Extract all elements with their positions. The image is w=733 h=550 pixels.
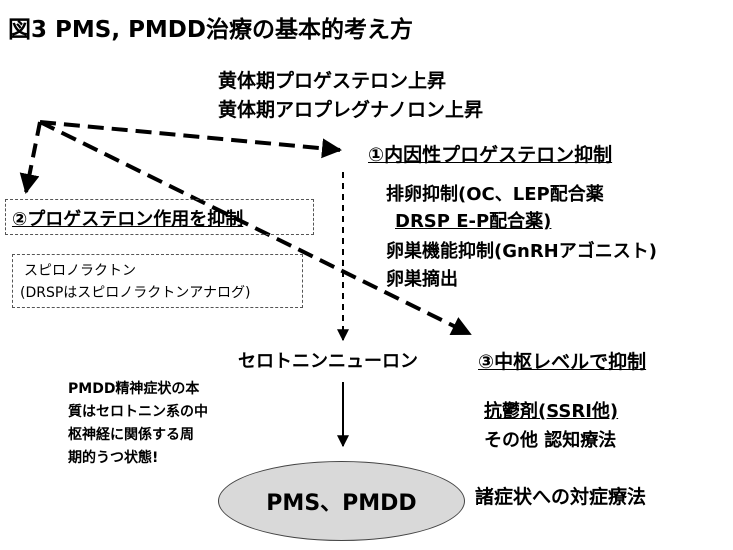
- figure-title: 図3 PMS, PMDD治療の基本的考え方: [8, 17, 413, 43]
- serotonin-neuron-label: セロトニンニューロン: [238, 351, 418, 372]
- pmdd-note-line: 枢神経に関係する周: [68, 427, 194, 443]
- spironolactone-box: [12, 254, 303, 308]
- arrow-to-progesterone-suppression: [39, 120, 342, 159]
- spironolactone-label: スピロノラクトン: [24, 263, 136, 279]
- node1-item: 排卵抑制(OC、LEP配合薬: [386, 184, 604, 205]
- node3-item: 抗鬱剤(SSRI他): [484, 401, 619, 422]
- arrow-to-central-suppression: [39, 120, 472, 336]
- drsp-note: (DRSPはスピロノラクトンアナログ): [20, 285, 251, 301]
- symptomatic-treatment-label: 諸症状への対症療法: [475, 486, 647, 508]
- node1-heading: ①内因性プロゲステロン抑制: [368, 144, 613, 166]
- luteal-allopregnanolone-rise: 黄体期アロプレグナノロン上昇: [218, 99, 484, 121]
- pmdd-note-line: PMDD精神症状の本: [68, 381, 200, 397]
- luteal-progesterone-rise: 黄体期プロゲステロン上昇: [218, 70, 447, 92]
- pmdd-note-line: 質はセロトニン系の中: [68, 404, 208, 420]
- node2-box: [5, 199, 314, 235]
- node3-item: その他 認知療法: [484, 430, 617, 451]
- arrow-to-progesterone-action: [19, 121, 42, 194]
- node1-item: 卵巣摘出: [386, 269, 458, 290]
- pms-pmdd-ellipse: [218, 461, 465, 541]
- node1-item: 卵巣機能抑制(GnRHアゴニスト): [386, 241, 657, 262]
- node1-item: DRSP E-P配合薬): [395, 211, 552, 232]
- pms-pmdd-label: PMS、PMDD: [266, 491, 417, 516]
- node3-heading: ③中枢レベルで抑制: [478, 351, 647, 373]
- node2-heading: ②プロゲステロン作用を抑制: [12, 209, 244, 230]
- pmdd-note-line: 期的うつ状態!: [68, 450, 159, 466]
